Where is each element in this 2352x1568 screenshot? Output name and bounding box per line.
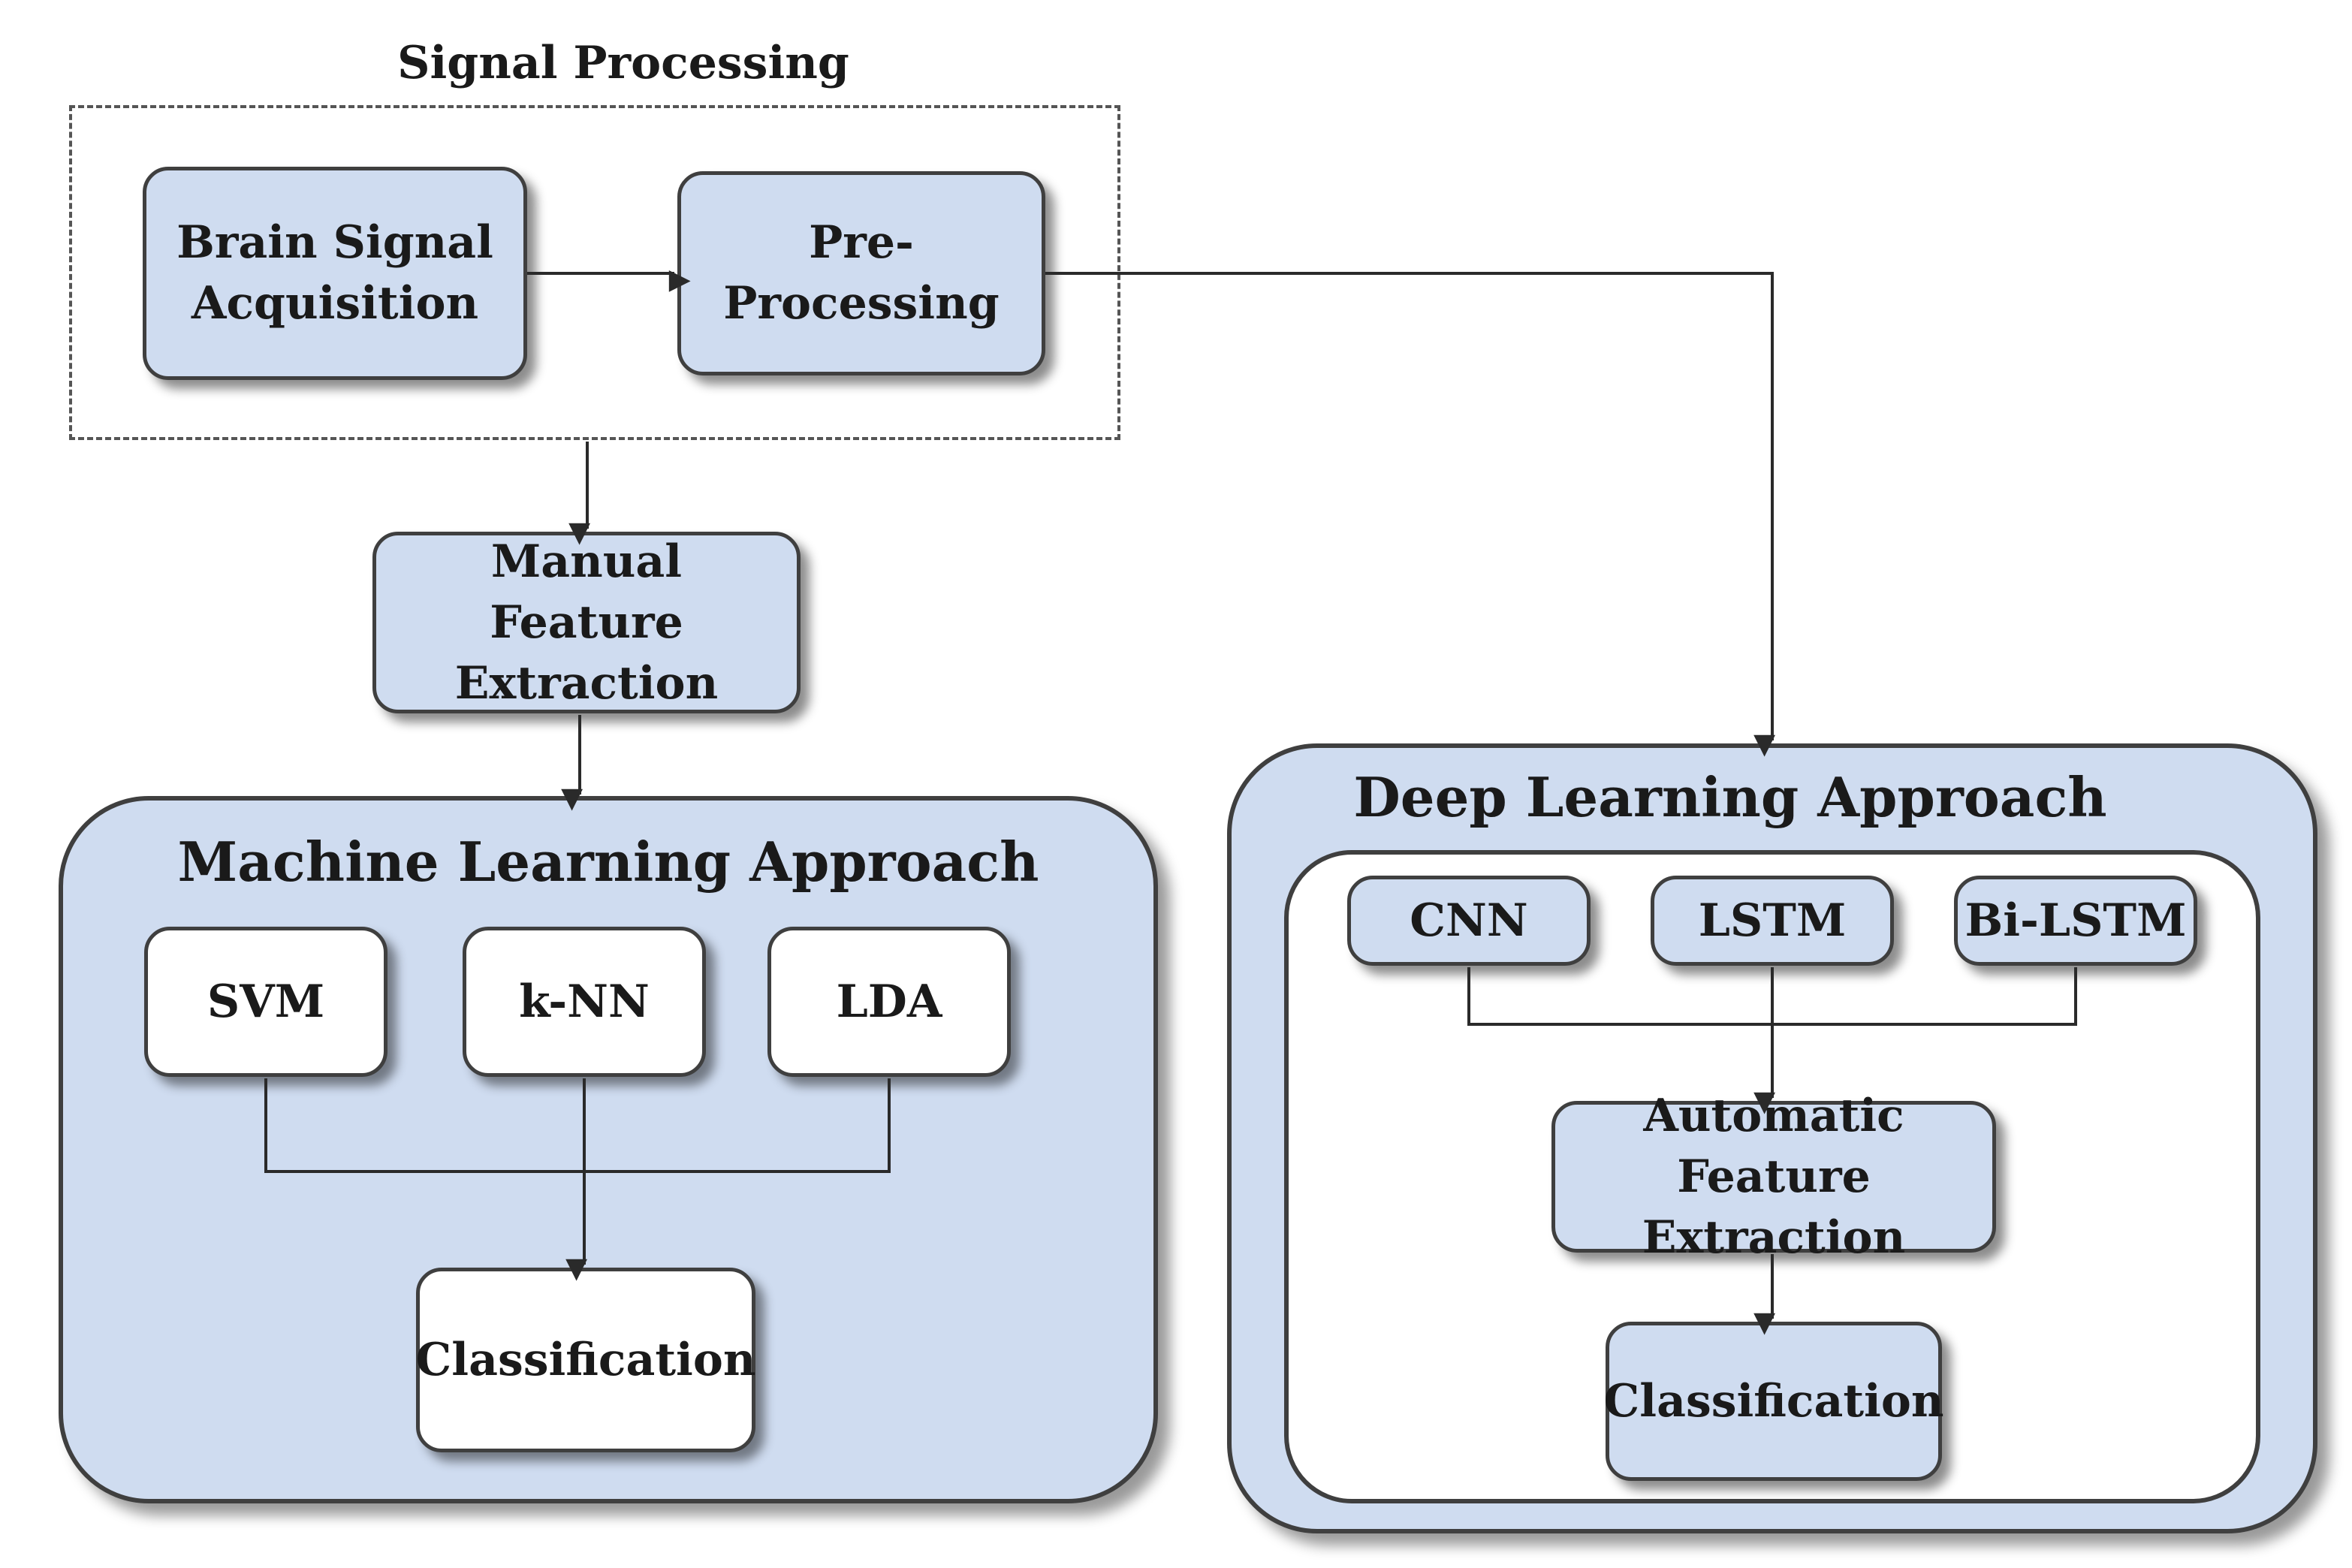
dl-classification-box: Classification bbox=[1603, 1322, 1944, 1481]
bi-lstm-box: Bi-LSTM bbox=[1954, 876, 2197, 966]
lstm-label: LSTM bbox=[1698, 894, 1847, 947]
cnn-label: CNN bbox=[1410, 894, 1528, 947]
pre-processing-label: Pre-Processing bbox=[723, 216, 1000, 330]
automatic-feature-extraction-label: Automatic Feature Extraction bbox=[1642, 1089, 1906, 1264]
signal-processing-title: Signal Processing bbox=[397, 37, 849, 89]
pre-processing-box: Pre-Processing bbox=[677, 171, 1045, 375]
dl-classification-label: Classification bbox=[1603, 1374, 1944, 1428]
lda-label: LDA bbox=[836, 975, 942, 1028]
knn-box: k-NN bbox=[463, 927, 706, 1077]
ml-classification-label: Classification bbox=[415, 1333, 756, 1386]
arrow-preprocessing-to-dl bbox=[1045, 272, 1775, 757]
svm-label: SVM bbox=[207, 975, 325, 1028]
knn-label: k-NN bbox=[519, 975, 650, 1028]
brain-signal-acquisition-label: Brain Signal Acquisition bbox=[176, 216, 493, 330]
deep-learning-title: Deep Learning Approach bbox=[1353, 765, 2107, 829]
lstm-box: LSTM bbox=[1651, 876, 1894, 966]
machine-learning-title: Machine Learning Approach bbox=[177, 830, 1039, 894]
bi-lstm-label: Bi-LSTM bbox=[1965, 894, 2187, 947]
cnn-box: CNN bbox=[1347, 876, 1591, 966]
brain-signal-acquisition-box: Brain Signal Acquisition bbox=[143, 167, 527, 380]
lda-box: LDA bbox=[767, 927, 1011, 1077]
svm-box: SVM bbox=[144, 927, 387, 1077]
ml-methods-bracket bbox=[264, 1078, 891, 1173]
ml-classification-box: Classification bbox=[416, 1268, 755, 1452]
